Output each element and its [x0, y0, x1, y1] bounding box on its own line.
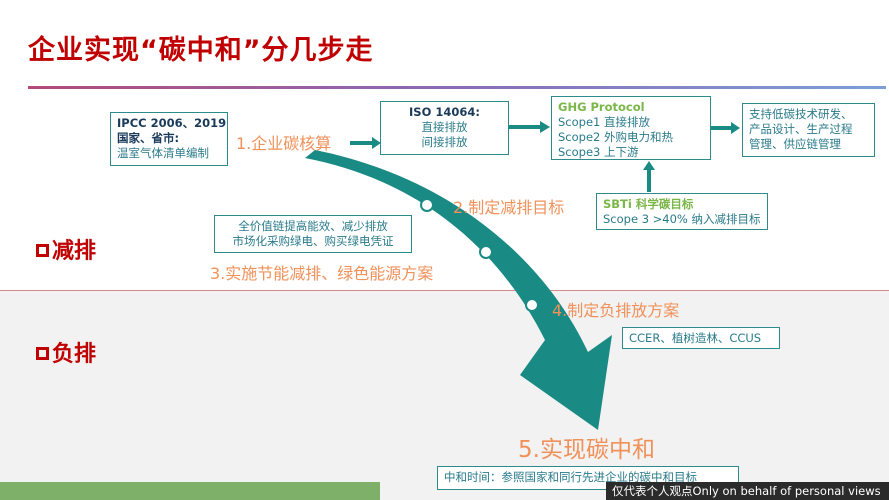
reduce-label: 减排	[36, 233, 96, 265]
step-3-label: 3.实施节能减排、绿色能源方案	[210, 264, 434, 283]
ipcc-line2: 国家、省市:	[117, 131, 180, 145]
neutral-time-box: 中和时间：参照国家和同行先进企业的碳中和目标	[437, 466, 739, 490]
ghg-heading: GHG Protocol	[558, 100, 645, 114]
ghg-line3: Scope3 上下游	[558, 145, 639, 159]
ghg-protocol-box: GHG Protocol Scope1 直接排放 Scope2 外购电力和热 S…	[551, 96, 711, 160]
reduce-label-text: 减排	[52, 239, 97, 264]
checkbox-square-icon	[36, 346, 49, 360]
step-5-label: 5.实现碳中和	[518, 437, 655, 463]
main-curved-arrow	[305, 150, 612, 430]
footer-dark-bar	[606, 482, 889, 500]
iso-line2: 间接排放	[421, 135, 468, 149]
footer-disclaimer: 仅代表个人观点Only on behalf of personal views	[612, 484, 881, 498]
lower-section-background	[0, 291, 889, 500]
ipcc-box: IPCC 2006、2019 国家、省市: 温室气体清单编制	[110, 112, 228, 166]
negative-label-text: 负排	[52, 342, 97, 367]
neutral-time-line1: 中和时间：参照国家和同行先进企业的碳中和目标	[444, 470, 697, 484]
page-title: 企业实现“碳中和”分几步走	[28, 35, 374, 66]
offset-line1: CCER、植树造林、CCUS	[629, 331, 762, 345]
sbti-heading-row: SBTi 科学碳目标	[603, 197, 761, 212]
connector-arrow-ipcc-iso	[350, 137, 381, 149]
ghg-line1: Scope1 直接排放	[558, 115, 651, 129]
checkbox-square-icon	[36, 243, 49, 257]
step-4-label: 4.制定负排放方案	[552, 301, 680, 320]
offset-box: CCER、植树造林、CCUS	[622, 327, 780, 349]
connector-arrow-iso-ghg	[509, 121, 550, 133]
support-box: 支持低碳技术研发、 产品设计、生产过程 管理、供应链管理	[742, 103, 875, 157]
iso-line1: 直接排放	[421, 120, 468, 134]
negative-label: 负排	[36, 336, 96, 368]
sbti-heading: SBTi 科学碳目标	[603, 197, 694, 211]
step-2-label: 2.制定减排目标	[453, 198, 565, 217]
sbti-box: SBTi 科学碳目标 Scope 3 >40% 纳入减排目标	[596, 193, 768, 230]
arrow-dot-1	[420, 198, 434, 212]
arrow-dot-3	[525, 298, 539, 312]
sbti-line1: Scope 3 >40% 纳入减排目标	[603, 212, 761, 226]
ipcc-line1: IPCC 2006、2019	[117, 116, 227, 130]
step-1-label: 1.企业碳核算	[236, 134, 332, 153]
support-line1: 支持低碳技术研发、	[749, 107, 853, 121]
support-line3: 管理、供应链管理	[749, 137, 841, 151]
ghg-line2: Scope2 外购电力和热	[558, 130, 674, 144]
support-line2: 产品设计、生产过程	[749, 122, 853, 136]
section-divider	[0, 290, 889, 291]
ipcc-line3: 温室气体清单编制	[117, 146, 209, 160]
iso-box: ISO 14064: 直接排放 间接排放	[380, 101, 509, 155]
connector-arrow-ghg-support	[711, 122, 740, 134]
value-chain-line2: 市场化采购绿电、购买绿电凭证	[232, 234, 394, 248]
value-chain-box: 全价值链提高能效、减少排放 市场化采购绿电、购买绿电凭证	[214, 215, 412, 253]
iso-heading: ISO 14064:	[409, 105, 480, 119]
arrow-dot-2	[479, 245, 493, 259]
title-underline	[28, 86, 886, 89]
connector-arrow-ghg-sbti	[643, 161, 655, 192]
footer-green-bar	[0, 482, 380, 500]
value-chain-line1: 全价值链提高能效、减少排放	[238, 219, 388, 233]
